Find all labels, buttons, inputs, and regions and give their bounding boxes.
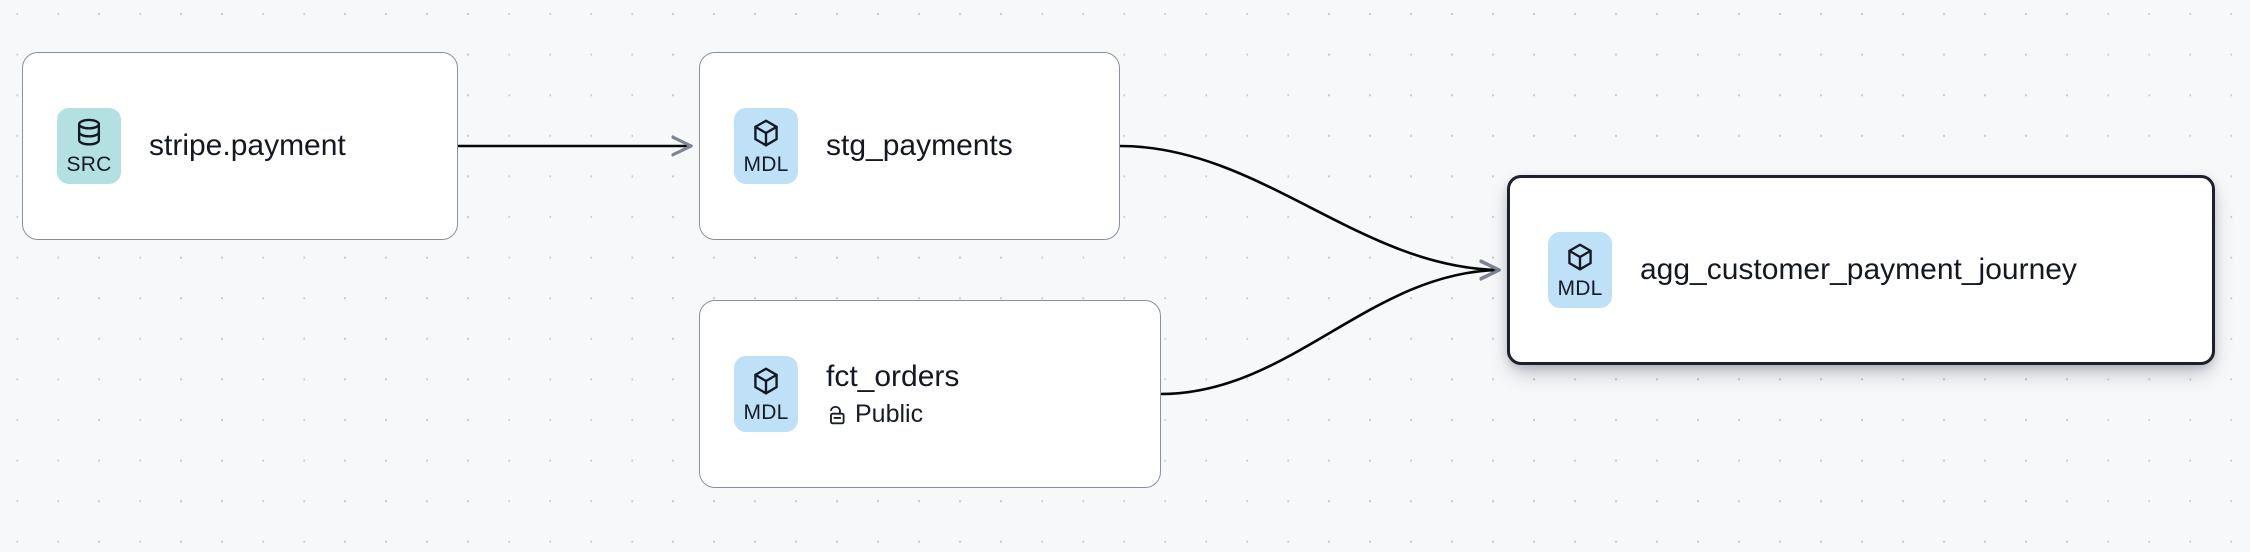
badge-mdl-label: MDL [1557,276,1603,300]
cube-icon [751,366,781,398]
cube-icon [1565,242,1595,274]
database-icon [74,118,104,150]
node-title: stripe.payment [149,129,346,162]
node-fct-orders[interactable]: MDL fct_orders Public [699,300,1161,488]
unlock-icon [826,403,847,426]
node-visibility: Public [826,400,959,428]
node-stg-payments[interactable]: MDL stg_payments [699,52,1120,240]
node-title: agg_customer_payment_journey [1640,253,2077,286]
badge-src: SRC [57,108,121,184]
node-body: stg_payments [826,129,1013,163]
node-title: fct_orders [826,360,960,393]
badge-src-label: SRC [66,152,112,176]
badge-mdl-label: MDL [743,400,789,424]
edge-stg-to-agg [1119,144,1499,270]
cube-icon [751,118,781,150]
visibility-label: Public [855,400,924,428]
node-title: stg_payments [826,129,1013,162]
node-body: fct_orders Public [826,360,959,428]
badge-mdl: MDL [734,356,798,432]
node-stripe-payment[interactable]: SRC stripe.payment [22,52,458,240]
node-body: stripe.payment [149,129,346,163]
badge-mdl: MDL [734,108,798,184]
node-body: agg_customer_payment_journey [1640,253,2077,287]
node-agg-customer-payment-journey[interactable]: MDL agg_customer_payment_journey [1507,175,2215,365]
edge-fct-to-agg [1160,270,1499,396]
badge-mdl-label: MDL [743,152,789,176]
badge-mdl: MDL [1548,232,1612,308]
